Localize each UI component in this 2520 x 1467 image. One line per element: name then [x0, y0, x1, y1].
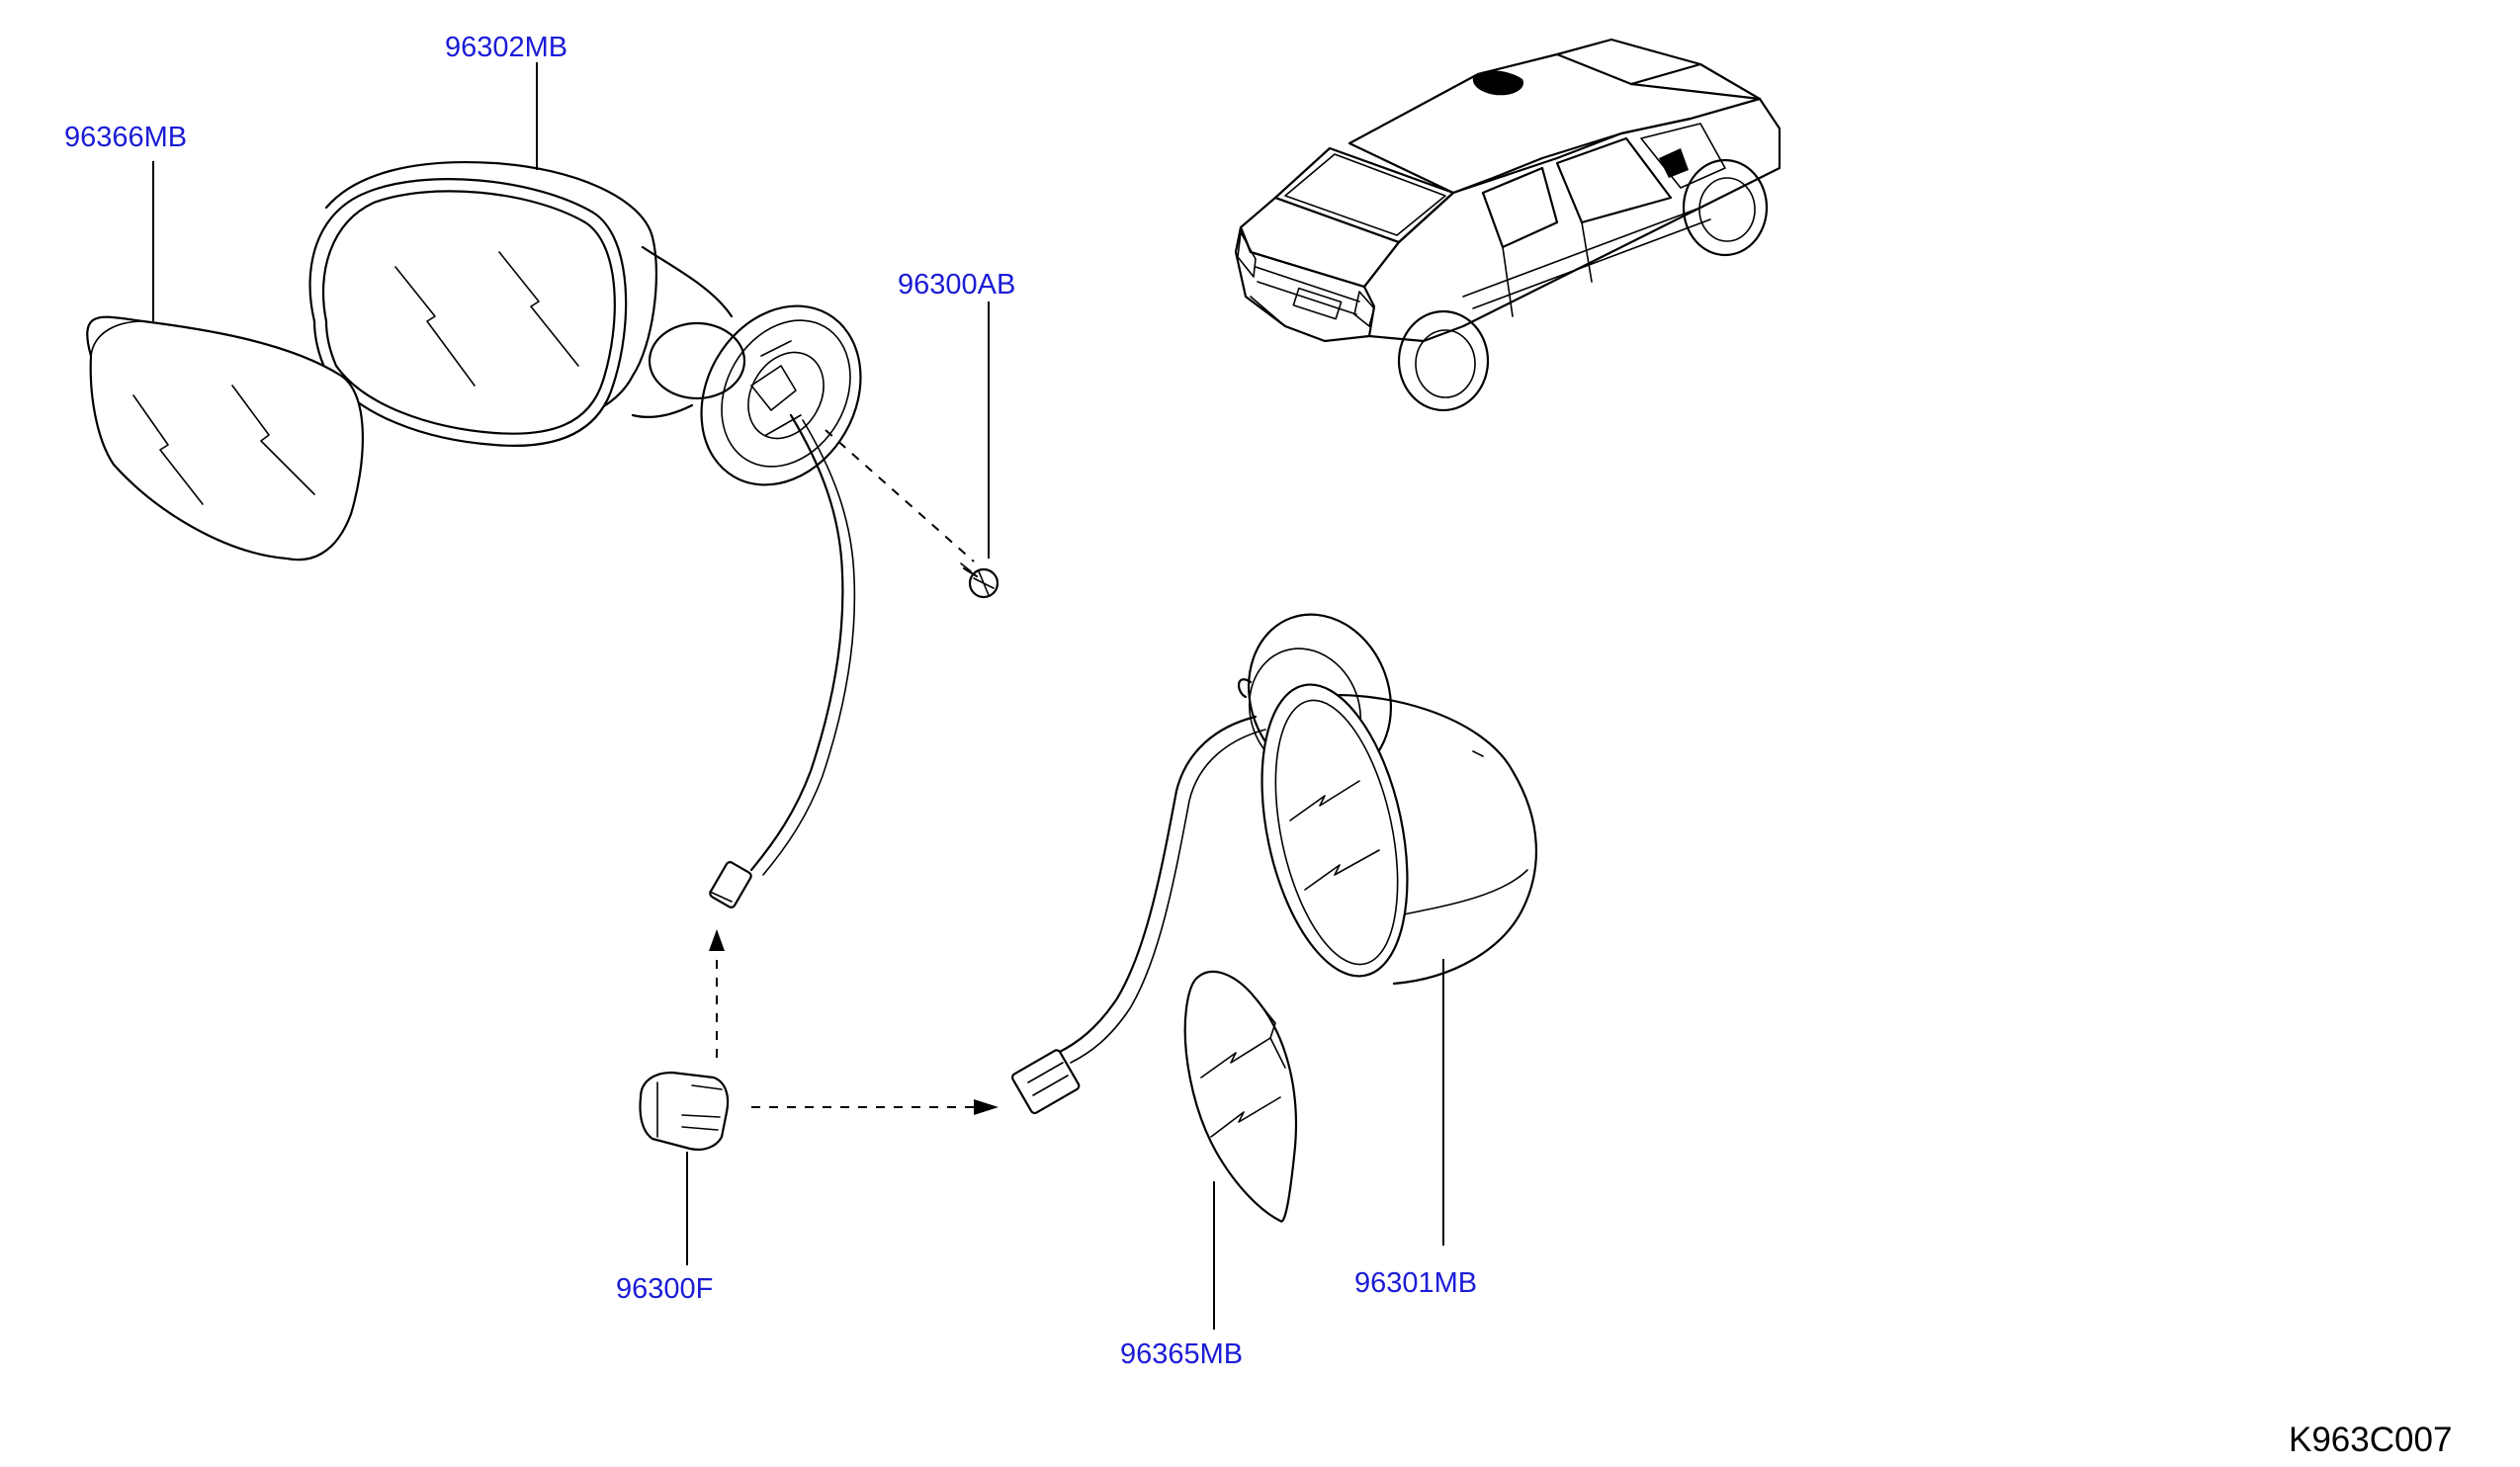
mirror-assembly-right[interactable] [1010, 594, 1538, 1115]
screw-96300AB[interactable] [825, 429, 999, 599]
part-label-96366MB[interactable]: 96366MB [64, 122, 187, 153]
part-label-96302MB[interactable]: 96302MB [445, 32, 567, 63]
arrowhead-right [974, 1099, 999, 1115]
part-label-96365MB[interactable]: 96365MB [1120, 1338, 1243, 1370]
part-label-96301MB[interactable]: 96301MB [1354, 1267, 1477, 1299]
mirror-glass-right[interactable] [1183, 970, 1298, 1223]
part-label-96300F[interactable]: 96300F [616, 1273, 713, 1305]
mirror-assembly-left[interactable] [308, 160, 893, 908]
vehicle-locator-illustration [1234, 38, 1781, 412]
mirror-glass-left[interactable] [86, 315, 365, 561]
diagram-code: K963C007 [2289, 1421, 2452, 1459]
arrowhead-up [709, 929, 725, 951]
arrow-screw-to-base [825, 429, 975, 562]
connector-96300F[interactable] [639, 929, 999, 1151]
part-label-96300AB[interactable]: 96300AB [898, 269, 1015, 301]
